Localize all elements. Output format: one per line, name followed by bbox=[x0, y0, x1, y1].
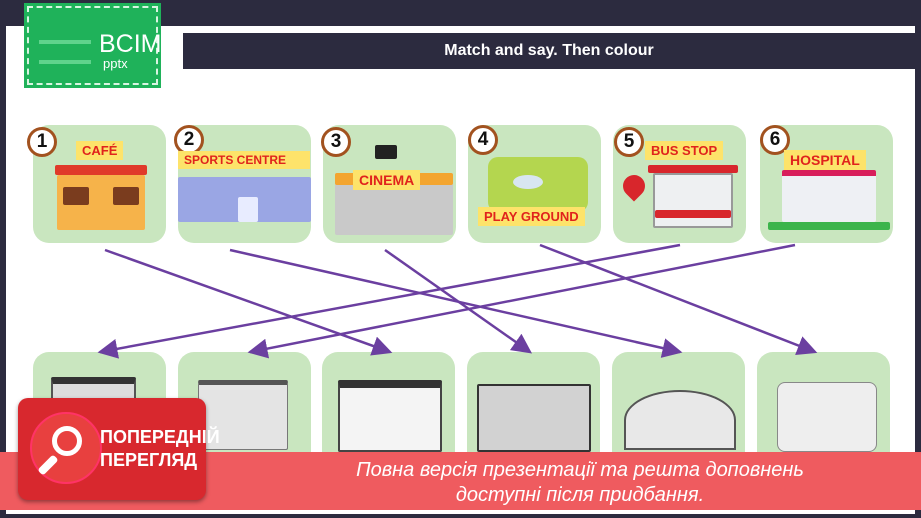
match-arrow bbox=[229, 248, 683, 358]
label-sports-centre: SPORTS CENTRE bbox=[178, 151, 310, 169]
label-bus-stop: BUS STOP bbox=[645, 141, 724, 160]
camera-icon bbox=[375, 145, 397, 159]
number-badge: 1 bbox=[27, 127, 57, 157]
logo: BCIM pptx bbox=[24, 3, 162, 88]
bottom-card-cafe[interactable] bbox=[322, 352, 455, 470]
match-arrow bbox=[539, 243, 818, 355]
preview-message-line1: Повна версія презентації та решта доповн… bbox=[356, 459, 804, 481]
match-arrow bbox=[97, 243, 681, 359]
number-badge: 3 bbox=[321, 127, 351, 157]
label-cafe: CAFÉ bbox=[76, 141, 124, 160]
match-arrow bbox=[104, 248, 393, 356]
logo-speed-icon bbox=[39, 40, 91, 64]
bottom-card-sports-centre[interactable] bbox=[612, 352, 745, 470]
label-playground: PLAY GROUND bbox=[478, 207, 585, 226]
page-title: Match and say. Then colour bbox=[183, 33, 915, 69]
bottom-card-playground[interactable] bbox=[757, 352, 890, 470]
preview-badge[interactable]: ПОПЕРЕДНІЙ ПЕРЕГЛЯД bbox=[18, 398, 220, 500]
logo-sub: pptx bbox=[103, 56, 128, 71]
label-cinema: CINEMA bbox=[353, 170, 421, 190]
number-badge: 4 bbox=[468, 125, 498, 155]
match-arrow bbox=[384, 248, 533, 354]
label-hospital: HOSPITAL bbox=[784, 150, 866, 170]
preview-message-line2: доступні після придбання. bbox=[455, 484, 705, 506]
match-arrow bbox=[247, 243, 796, 359]
badge-line1: ПОПЕРЕДНІЙ bbox=[100, 427, 220, 447]
bottom-card-cinema[interactable] bbox=[467, 352, 600, 470]
number-badge: 5 bbox=[614, 127, 644, 157]
magnifier-icon bbox=[30, 412, 102, 484]
badge-line2: ПЕРЕГЛЯД bbox=[100, 450, 198, 470]
logo-brand: BCIM bbox=[99, 30, 162, 58]
